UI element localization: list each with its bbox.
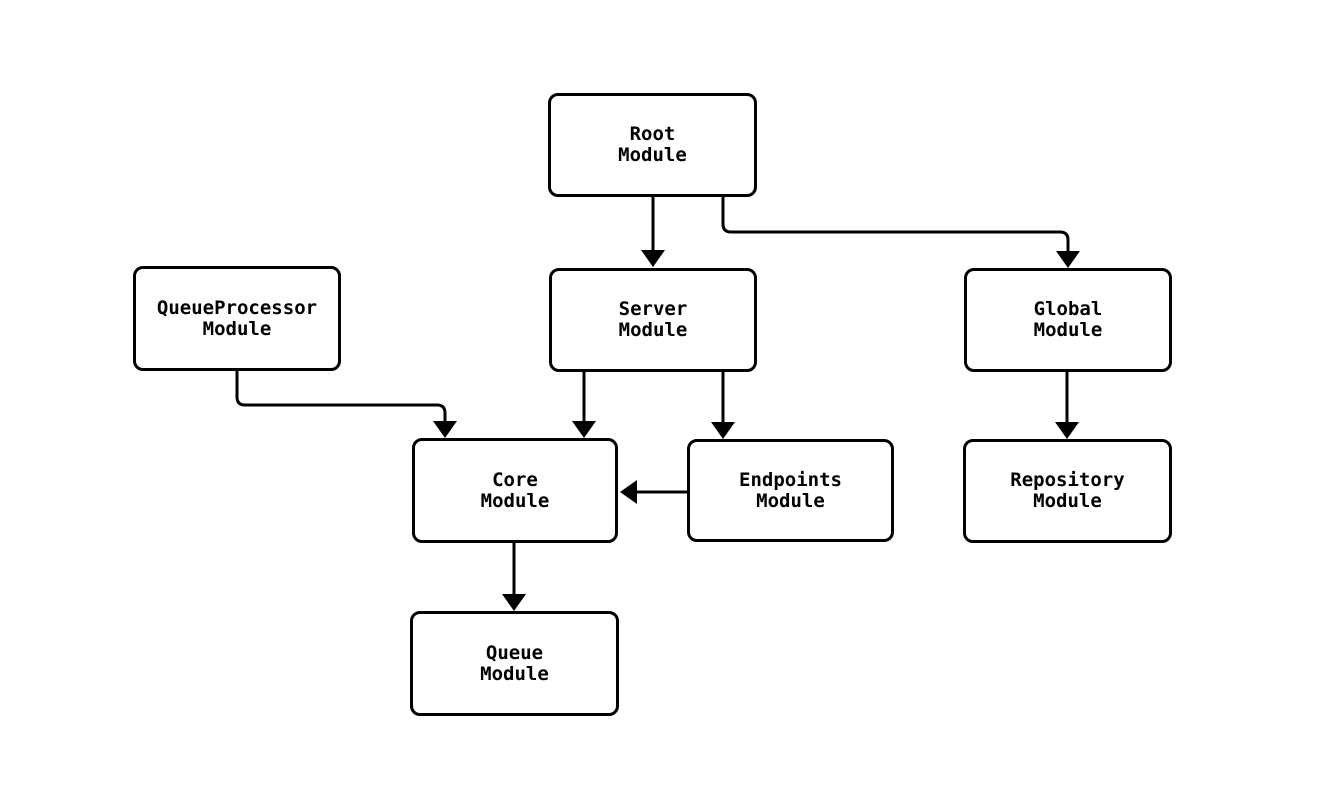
node-root-module-label: Root Module — [618, 123, 687, 166]
node-server-module-label: Server Module — [618, 298, 688, 341]
node-repository-module-label: Repository Module — [1010, 469, 1125, 512]
node-global-module-label: Global Module — [1033, 298, 1103, 341]
edge-endpoints-to-core — [620, 480, 687, 504]
node-server-module: Server Module — [549, 268, 757, 372]
node-queueprocessor-module: QueueProcessor Module — [133, 266, 341, 371]
node-endpoints-module: Endpoints Module — [687, 439, 894, 542]
node-endpoints-module-label: Endpoints Module — [739, 468, 842, 512]
edge-root-to-server — [641, 197, 665, 267]
edge-root-to-global — [721, 197, 1080, 268]
edge-queueprocessor-to-core — [235, 371, 457, 438]
node-queueprocessor-module-label: QueueProcessor Module — [156, 296, 318, 340]
node-queue-module-label: Queue Module — [480, 641, 549, 685]
edge-core-to-queue — [502, 543, 526, 611]
node-core-module: Core Module — [412, 438, 618, 543]
node-repository-module: Repository Module — [963, 439, 1172, 543]
edge-server-to-endpoints — [711, 372, 735, 439]
node-global-module: Global Module — [964, 268, 1172, 372]
node-core-module-label: Core Module — [480, 468, 550, 512]
edge-global-to-repository — [1055, 372, 1079, 439]
node-queue-module: Queue Module — [410, 611, 619, 716]
node-root-module: Root Module — [548, 93, 757, 197]
edge-server-to-core — [572, 372, 596, 438]
